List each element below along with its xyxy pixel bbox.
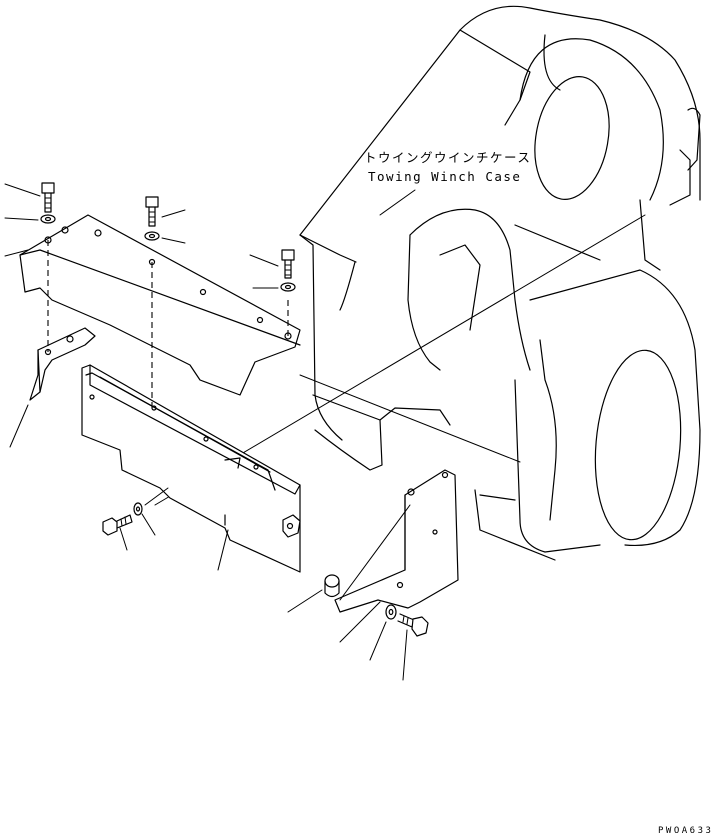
left-bracket xyxy=(29,327,96,401)
bolt-icon xyxy=(41,182,55,213)
case-leader-line xyxy=(379,189,416,216)
side-cover-plate xyxy=(81,364,301,573)
towing-winch-case xyxy=(299,5,701,561)
drawing-code: PWOA633 xyxy=(658,826,713,836)
bolt-icon xyxy=(397,613,429,637)
washer-icon xyxy=(133,502,143,516)
washer-icon xyxy=(385,604,397,620)
right-bracket xyxy=(334,469,459,613)
washer-icon xyxy=(40,214,56,224)
bolt-icon xyxy=(281,249,295,279)
alignment-line-lower xyxy=(144,487,169,506)
case-label-japanese: トウイングウインチケース xyxy=(364,150,531,165)
part-leader-lines xyxy=(4,183,411,681)
washer-icon xyxy=(144,231,160,241)
spacer-icon xyxy=(324,574,340,598)
reference-line-lower xyxy=(299,374,521,463)
washer-icon xyxy=(280,282,296,292)
bolt-icon xyxy=(145,196,159,227)
bolt-icon xyxy=(102,514,133,536)
case-label-english: Towing Winch Case xyxy=(368,169,521,184)
top-cover-plate xyxy=(19,214,301,396)
